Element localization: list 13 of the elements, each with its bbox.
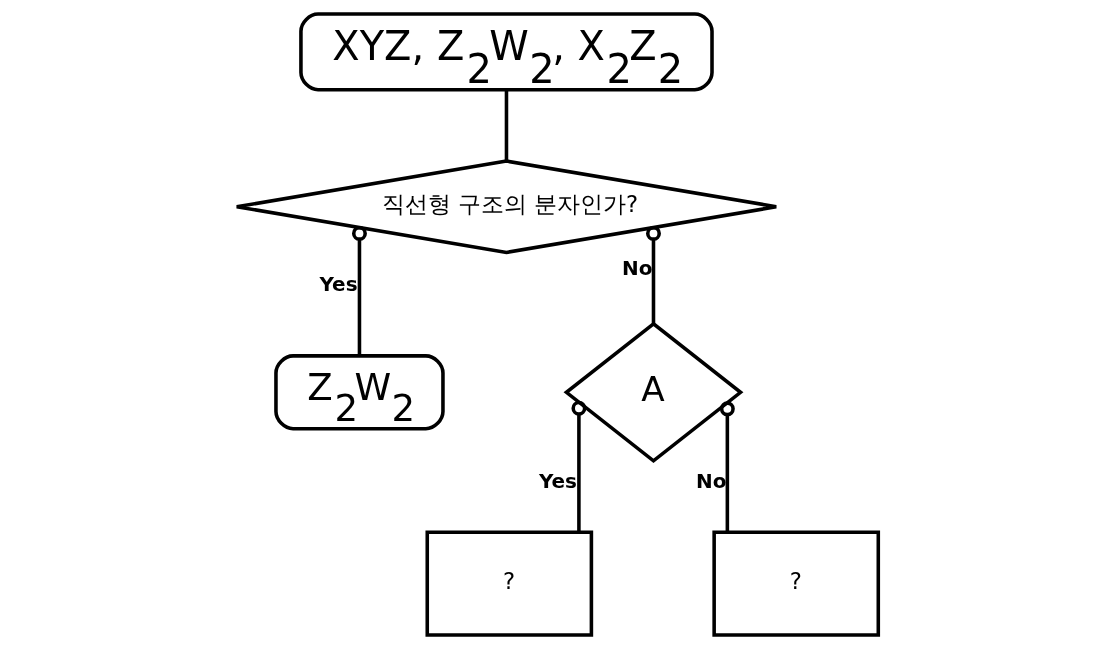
connector bbox=[646, 225, 661, 324]
connector bbox=[504, 89, 509, 161]
edge-label: Yes bbox=[319, 271, 358, 296]
node-diamond: 직선형 구조의 분자인가? bbox=[234, 159, 779, 255]
edge-label: Yes bbox=[538, 468, 578, 493]
edge-label: No bbox=[695, 468, 727, 493]
node-diamond: A bbox=[563, 321, 744, 464]
edge-label: No bbox=[622, 255, 653, 280]
connector bbox=[351, 225, 367, 356]
connector bbox=[571, 400, 587, 533]
node-box: ? bbox=[712, 530, 881, 637]
connector bbox=[719, 401, 735, 533]
node-box: ? bbox=[425, 530, 594, 637]
